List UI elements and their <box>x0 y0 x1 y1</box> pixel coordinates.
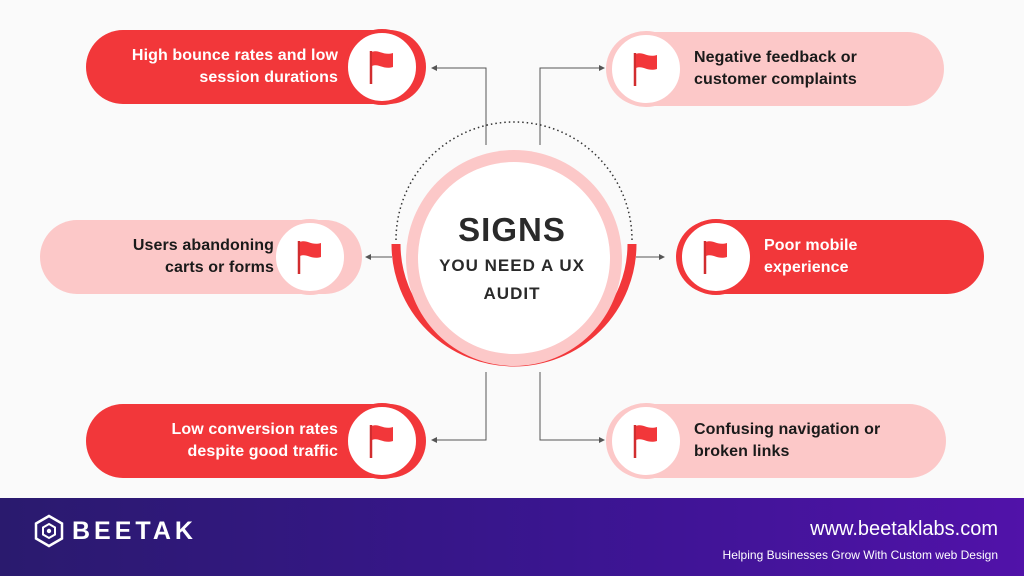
flag-badge <box>678 219 754 295</box>
footer-banner: BEETAK www.beetaklabs.com Helping Busine… <box>0 498 1024 576</box>
flag-icon <box>633 53 657 86</box>
connector-lines <box>365 65 665 443</box>
sign-text: High bounce rates and low session durati… <box>131 47 338 86</box>
center-circle <box>391 121 637 367</box>
flag-icon <box>703 241 727 274</box>
flag-icon <box>369 425 393 458</box>
flag-icon <box>633 425 657 458</box>
sign-text: Negative feedback or customer complaints <box>694 49 857 88</box>
center-title-main: SIGNS <box>458 211 566 248</box>
sign-text: Users abandoning carts or forms <box>132 237 274 276</box>
sign-text: Confusing navigation or broken links <box>694 421 881 460</box>
connector-top-right <box>539 65 605 145</box>
flag-icon <box>369 51 393 84</box>
hexagon-logo-icon <box>34 514 64 548</box>
sign-text: Low conversion rates despite good traffi… <box>171 421 338 460</box>
flag-badge <box>608 403 684 479</box>
center-title: SIGNS YOU NEED A UX AUDIT <box>412 210 612 306</box>
flag-icon <box>297 241 321 274</box>
sign-text: Poor mobile experience <box>764 237 858 276</box>
brand-logo[interactable]: BEETAK <box>34 514 197 548</box>
flag-badge <box>344 29 420 105</box>
flag-badge <box>272 219 348 295</box>
flag-badge <box>608 31 684 107</box>
center-subtitle-line2: AUDIT <box>483 284 541 303</box>
brand-name: BEETAK <box>72 516 197 545</box>
diagram-canvas: High bounce rates and low session durati… <box>40 29 984 479</box>
website-link[interactable]: www.beetaklabs.com <box>810 518 998 540</box>
tagline: Helping Businesses Grow With Custom web … <box>722 548 998 562</box>
center-subtitle-line1: YOU NEED A UX <box>439 256 585 275</box>
flag-badge <box>344 403 420 479</box>
connector-bottom-right <box>539 372 605 443</box>
connector-bottom-left <box>431 372 487 443</box>
connector-top-left <box>431 65 487 145</box>
